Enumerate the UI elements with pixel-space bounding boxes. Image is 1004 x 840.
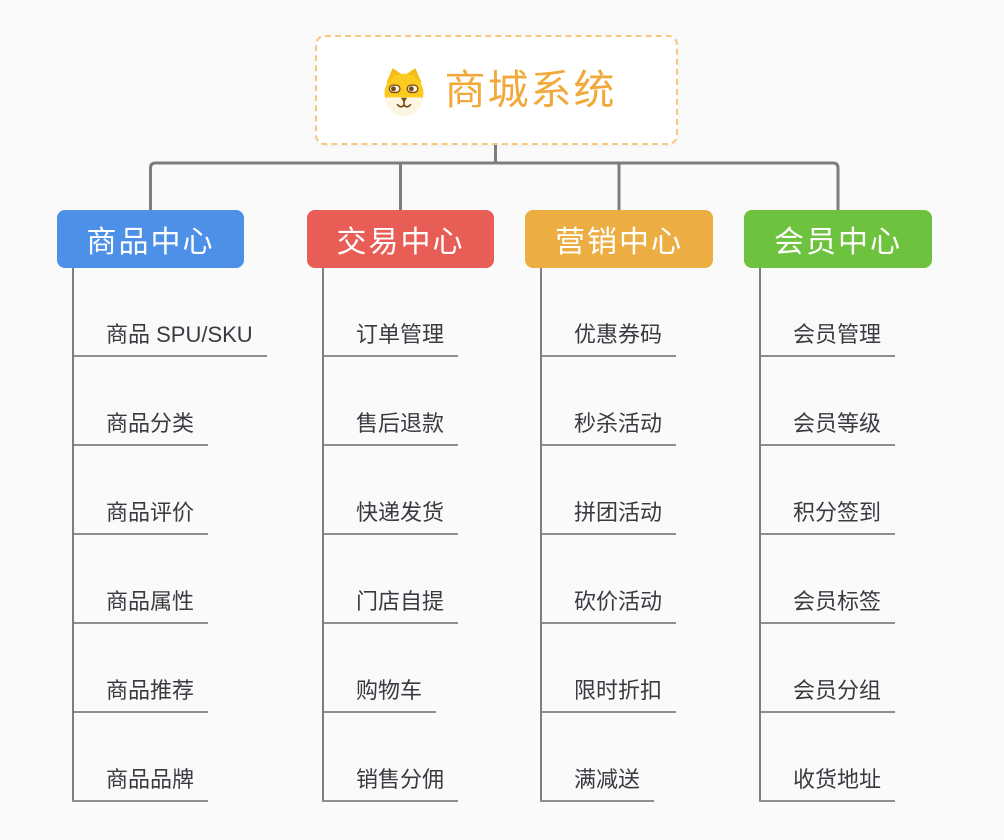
leaf-label[interactable]: 门店自提 (322, 588, 459, 624)
leaf-node: 订单管理 (322, 268, 459, 357)
leaf-node: 会员标签 (759, 535, 896, 624)
leaf-label[interactable]: 限时折扣 (540, 677, 677, 713)
leaf-node: 商品属性 (72, 535, 267, 624)
leaf-node: 购物车 (322, 624, 458, 713)
leaf-label[interactable]: 会员分组 (759, 677, 896, 713)
leaf-label[interactable]: 快递发货 (322, 499, 459, 535)
leaf-label[interactable]: 商品品牌 (72, 766, 209, 802)
leaf-label[interactable]: 满减送 (540, 766, 655, 802)
leaf-node: 砍价活动 (540, 535, 677, 624)
branch-children-member-center: 会员管理 会员等级 积分签到 会员标签 会员分组 收货地址 (759, 268, 896, 802)
column-connector-line (322, 268, 324, 800)
leaf-label[interactable]: 砍价活动 (540, 588, 677, 624)
leaf-label[interactable]: 购物车 (322, 677, 437, 713)
leaf-label[interactable]: 商品 SPU/SKU (72, 321, 267, 357)
branch-node-member-center[interactable]: 会员中心 (744, 210, 932, 268)
leaf-node: 拼团活动 (540, 446, 677, 535)
branch-node-marketing-center[interactable]: 营销中心 (525, 210, 713, 268)
branch-node-trade-center[interactable]: 交易中心 (307, 210, 494, 268)
branch-children-marketing-center: 优惠券码 秒杀活动 拼团活动 砍价活动 限时折扣 满减送 (540, 268, 677, 802)
leaf-node: 会员管理 (759, 268, 896, 357)
leaf-node: 收货地址 (759, 713, 896, 802)
leaf-node: 商品推荐 (72, 624, 267, 713)
root-title: 商城系统 (444, 66, 617, 113)
leaf-node: 商品分类 (72, 357, 267, 446)
leaf-node: 限时折扣 (540, 624, 677, 713)
column-connector-line (540, 268, 542, 800)
leaf-node: 优惠券码 (540, 268, 677, 357)
leaf-node: 门店自提 (322, 535, 459, 624)
leaf-label[interactable]: 销售分佣 (322, 766, 459, 802)
leaf-node: 商品评价 (72, 446, 267, 535)
leaf-label[interactable]: 商品评价 (72, 499, 209, 535)
shiba-dog-icon (384, 68, 423, 116)
branch-node-product-center[interactable]: 商品中心 (57, 210, 244, 268)
leaf-node: 销售分佣 (322, 713, 459, 802)
leaf-label[interactable]: 订单管理 (322, 321, 459, 357)
leaf-node: 商品品牌 (72, 713, 267, 802)
leaf-label[interactable]: 会员标签 (759, 588, 896, 624)
leaf-node: 商品 SPU/SKU (72, 268, 267, 357)
leaf-label[interactable]: 会员等级 (759, 410, 896, 446)
leaf-label[interactable]: 拼团活动 (540, 499, 677, 535)
leaf-node: 会员分组 (759, 624, 896, 713)
leaf-label[interactable]: 商品分类 (72, 410, 209, 446)
leaf-node: 会员等级 (759, 357, 896, 446)
leaf-label[interactable]: 积分签到 (759, 499, 896, 535)
leaf-label[interactable]: 商品属性 (72, 588, 209, 624)
leaf-label[interactable]: 优惠券码 (540, 321, 677, 357)
leaf-label[interactable]: 会员管理 (759, 321, 896, 357)
branch-children-trade-center: 订单管理 售后退款 快递发货 门店自提 购物车 销售分佣 (322, 268, 459, 802)
leaf-label[interactable]: 商品推荐 (72, 677, 209, 713)
leaf-node: 售后退款 (322, 357, 459, 446)
root-node-mall-system[interactable]: 商城系统 (315, 35, 678, 145)
leaf-label[interactable]: 售后退款 (322, 410, 459, 446)
leaf-label[interactable]: 收货地址 (759, 766, 896, 802)
leaf-node: 满减送 (540, 713, 676, 802)
leaf-node: 积分签到 (759, 446, 896, 535)
leaf-label[interactable]: 秒杀活动 (540, 410, 677, 446)
column-connector-line (72, 268, 74, 800)
leaf-node: 快递发货 (322, 446, 459, 535)
leaf-node: 秒杀活动 (540, 357, 677, 446)
column-connector-line (759, 268, 761, 800)
branch-children-product-center: 商品 SPU/SKU 商品分类 商品评价 商品属性 商品推荐 商品品牌 (72, 268, 267, 802)
